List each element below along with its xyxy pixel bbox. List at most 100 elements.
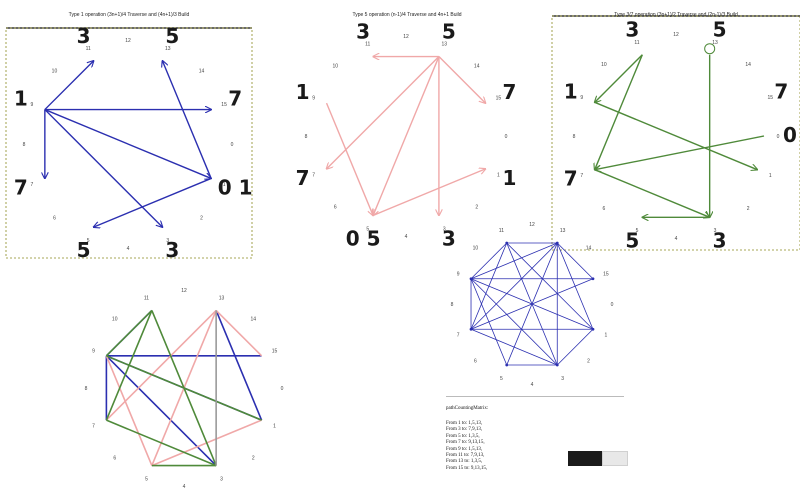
node-label: 0	[777, 134, 780, 140]
node-label: 8	[451, 302, 454, 308]
graph-edge	[44, 109, 163, 228]
node-label: 3	[561, 376, 564, 382]
graph-edge	[215, 309, 263, 357]
node-label: 0	[611, 302, 614, 308]
handwritten-annotation: 5	[77, 238, 91, 262]
placeholder-block	[602, 451, 628, 466]
node-label: 12	[529, 222, 535, 228]
redacted-block	[568, 451, 602, 466]
handwritten-annotation: 7	[774, 79, 788, 103]
handwritten-annotation: 3	[165, 238, 179, 262]
node-label: 11	[86, 46, 91, 52]
graph-edge	[556, 328, 594, 366]
node-label: 14	[199, 68, 205, 74]
handwritten-annotation: 3	[713, 228, 727, 252]
node-label: 10	[52, 68, 58, 74]
graph-edge	[372, 169, 485, 217]
node-label: 1	[605, 333, 608, 339]
self-loop-edge	[704, 43, 716, 55]
node-label: 10	[333, 63, 339, 69]
node-label: 1	[223, 182, 226, 188]
node-label: 15	[221, 102, 227, 108]
node-label: 0	[231, 142, 234, 148]
handwritten-annotation: 7	[14, 175, 28, 199]
type5-title: Type 5 operation (n-1)/4 Traverse and 4n…	[352, 12, 462, 18]
node-label: 15	[767, 95, 773, 101]
node-label: 8	[573, 134, 576, 140]
node-label: 12	[673, 32, 679, 38]
graph-edge	[105, 309, 217, 421]
node-label: 0	[281, 386, 284, 392]
node-label: 3	[443, 226, 446, 232]
path-counting-matrix: pathCountingMatrix: From 1 to: 1,5,13,Fr…	[446, 396, 636, 496]
graph-node	[505, 363, 509, 367]
handwritten-annotation: 0	[783, 123, 797, 147]
matrix-row: From 3 to: 7,9,13,	[446, 427, 483, 433]
node-label: 15	[272, 348, 278, 354]
graph-edge	[470, 328, 558, 366]
handwritten-annotation: 5	[713, 18, 727, 42]
graph-edge	[595, 135, 765, 170]
node-label: 4	[675, 236, 678, 242]
graph-edge	[105, 355, 153, 466]
graph-edge	[106, 419, 217, 467]
graph-edge	[327, 56, 440, 169]
graph-edge	[594, 169, 710, 218]
matrix-title: pathCountingMatrix:	[446, 406, 489, 411]
node-label: 2	[747, 206, 750, 212]
handwritten-annotation: 3	[356, 20, 370, 44]
node-label: 8	[23, 142, 26, 148]
node-label: 2	[252, 455, 255, 461]
node-label: 1	[497, 172, 500, 178]
graph-edge	[595, 54, 643, 103]
graph-node	[591, 277, 595, 281]
node-label: 1	[769, 173, 772, 179]
node-label: 11	[144, 295, 149, 301]
node-label: 3	[714, 228, 717, 234]
node-label: 0	[505, 134, 508, 140]
type37-title: Type 3/7 operation (3n+1)/2 Traverse and…	[614, 12, 738, 18]
node-label: 3	[220, 477, 223, 483]
frame-border	[551, 15, 800, 251]
graph-edge	[470, 242, 508, 280]
matrix-row: From 11 to: 7,9,13,	[446, 453, 485, 459]
node-label: 6	[474, 359, 477, 365]
graph-node	[591, 327, 595, 331]
graph-node	[469, 277, 473, 281]
graph-edge	[325, 102, 374, 215]
node-label: 6	[113, 455, 116, 461]
node-label: 2	[475, 205, 478, 211]
graph-edge	[162, 61, 212, 179]
node-label: 13	[441, 42, 447, 48]
graph-edge	[470, 242, 558, 330]
node-label: 10	[112, 317, 118, 323]
graph-edge	[470, 242, 508, 330]
matrix-row: From 13 to: 1,3,5,	[446, 459, 483, 465]
node-label: 13	[712, 40, 718, 46]
node-label: 15	[496, 96, 502, 102]
node-label: 10	[601, 62, 607, 68]
node-label: 7	[92, 424, 95, 430]
graph-edge	[215, 310, 263, 421]
node-label: 9	[92, 348, 95, 354]
graph-edge	[438, 56, 486, 104]
node-label: 5	[145, 477, 148, 483]
node-label: 7	[312, 172, 315, 178]
graph-node	[555, 363, 559, 367]
graph-edge	[105, 355, 217, 467]
handwritten-annotation: 0 5	[346, 226, 381, 250]
node-label: 12	[181, 288, 187, 294]
node-label: 4	[183, 484, 186, 490]
graph-edge	[470, 278, 558, 366]
node-label: 10	[473, 245, 479, 251]
node-label: 2	[200, 216, 203, 222]
graph-edge	[594, 101, 758, 169]
node-label: 6	[602, 206, 605, 212]
handwritten-annotation: 3	[77, 24, 91, 48]
graph-edge	[94, 177, 212, 227]
